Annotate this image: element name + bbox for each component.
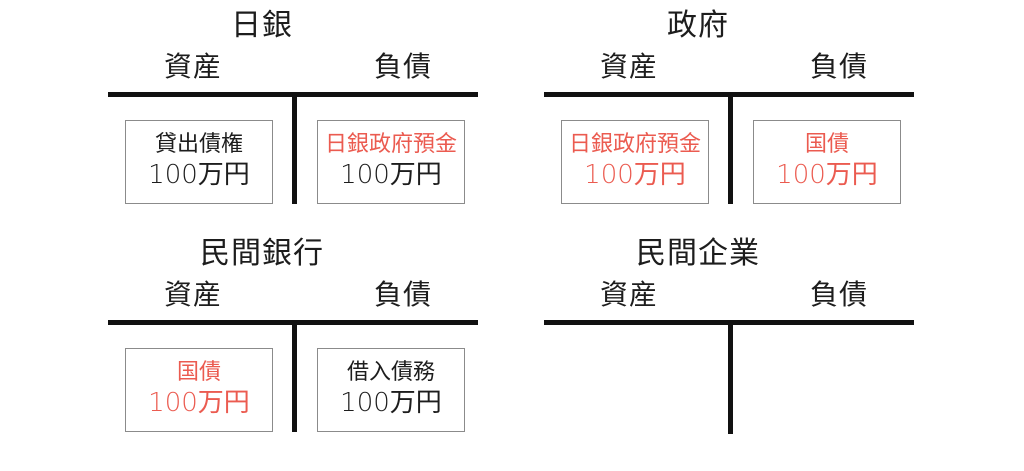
column-headers: 資産 負債 xyxy=(108,278,480,312)
value-box-label: 借入債務 xyxy=(346,360,435,385)
panel-title: 政府 xyxy=(667,8,729,43)
panel-title: 民間銀行 xyxy=(200,236,324,271)
tee-vertical-divider xyxy=(728,92,733,204)
assets-side: 貸出債権 100万円 xyxy=(108,112,288,206)
balance-sheet-panel-private-bank: 民間銀行 資産 負債 国債 100万円 借入債務 100万円 xyxy=(42,236,482,454)
panel-title: 日銀 xyxy=(231,8,293,43)
balance-sheet-panel-boj: 日銀 資産 負債 貸出債権 100万円 日銀政府預金 100万円 xyxy=(42,8,482,226)
value-box-label: 日銀政府預金 xyxy=(568,132,701,157)
value-box-asset: 貸出債権 100万円 xyxy=(125,120,273,204)
tee-vertical-divider xyxy=(292,92,297,204)
balance-sheet-panel-private-enterprise: 民間企業 資産 負債 xyxy=(478,236,918,454)
value-box-amount: 100万円 xyxy=(776,160,878,190)
liabilities-column-header: 負債 xyxy=(373,50,432,83)
value-box-asset: 国債 100万円 xyxy=(125,348,273,432)
balance-sheet-panel-government: 政府 資産 負債 日銀政府預金 100万円 国債 100万円 xyxy=(478,8,918,226)
value-box-liability: 借入債務 100万円 xyxy=(317,348,465,432)
value-box-label: 国債 xyxy=(804,132,849,157)
value-box-amount: 100万円 xyxy=(148,388,250,418)
column-headers: 資産 負債 xyxy=(544,278,916,312)
assets-column-header: 資産 xyxy=(600,278,659,311)
tee-vertical-divider xyxy=(292,320,297,432)
column-headers: 資産 負債 xyxy=(544,50,916,84)
value-box-label: 国債 xyxy=(176,360,221,385)
column-headers: 資産 負債 xyxy=(108,50,480,84)
liabilities-side: 日銀政府預金 100万円 xyxy=(302,112,482,206)
assets-side: 日銀政府預金 100万円 xyxy=(544,112,724,206)
liabilities-column-header: 負債 xyxy=(373,278,432,311)
liabilities-side: 国債 100万円 xyxy=(738,112,918,206)
value-box-label: 日銀政府預金 xyxy=(324,132,457,157)
value-box-asset: 日銀政府預金 100万円 xyxy=(561,120,709,204)
assets-column-header: 資産 xyxy=(164,278,223,311)
assets-column-header: 資産 xyxy=(164,50,223,83)
value-box-amount: 100万円 xyxy=(148,160,250,190)
value-box-liability: 国債 100万円 xyxy=(753,120,901,204)
value-box-amount: 100万円 xyxy=(584,160,686,190)
tee-vertical-divider xyxy=(728,320,733,434)
liabilities-column-header: 負債 xyxy=(809,278,868,311)
panel-title: 民間企業 xyxy=(636,236,760,271)
value-box-amount: 100万円 xyxy=(340,388,442,418)
value-box-amount: 100万円 xyxy=(340,160,442,190)
liabilities-side: 借入債務 100万円 xyxy=(302,340,482,434)
liabilities-column-header: 負債 xyxy=(809,50,868,83)
assets-side: 国債 100万円 xyxy=(108,340,288,434)
assets-column-header: 資産 xyxy=(600,50,659,83)
value-box-liability: 日銀政府預金 100万円 xyxy=(317,120,465,204)
value-box-label: 貸出債権 xyxy=(154,132,243,157)
